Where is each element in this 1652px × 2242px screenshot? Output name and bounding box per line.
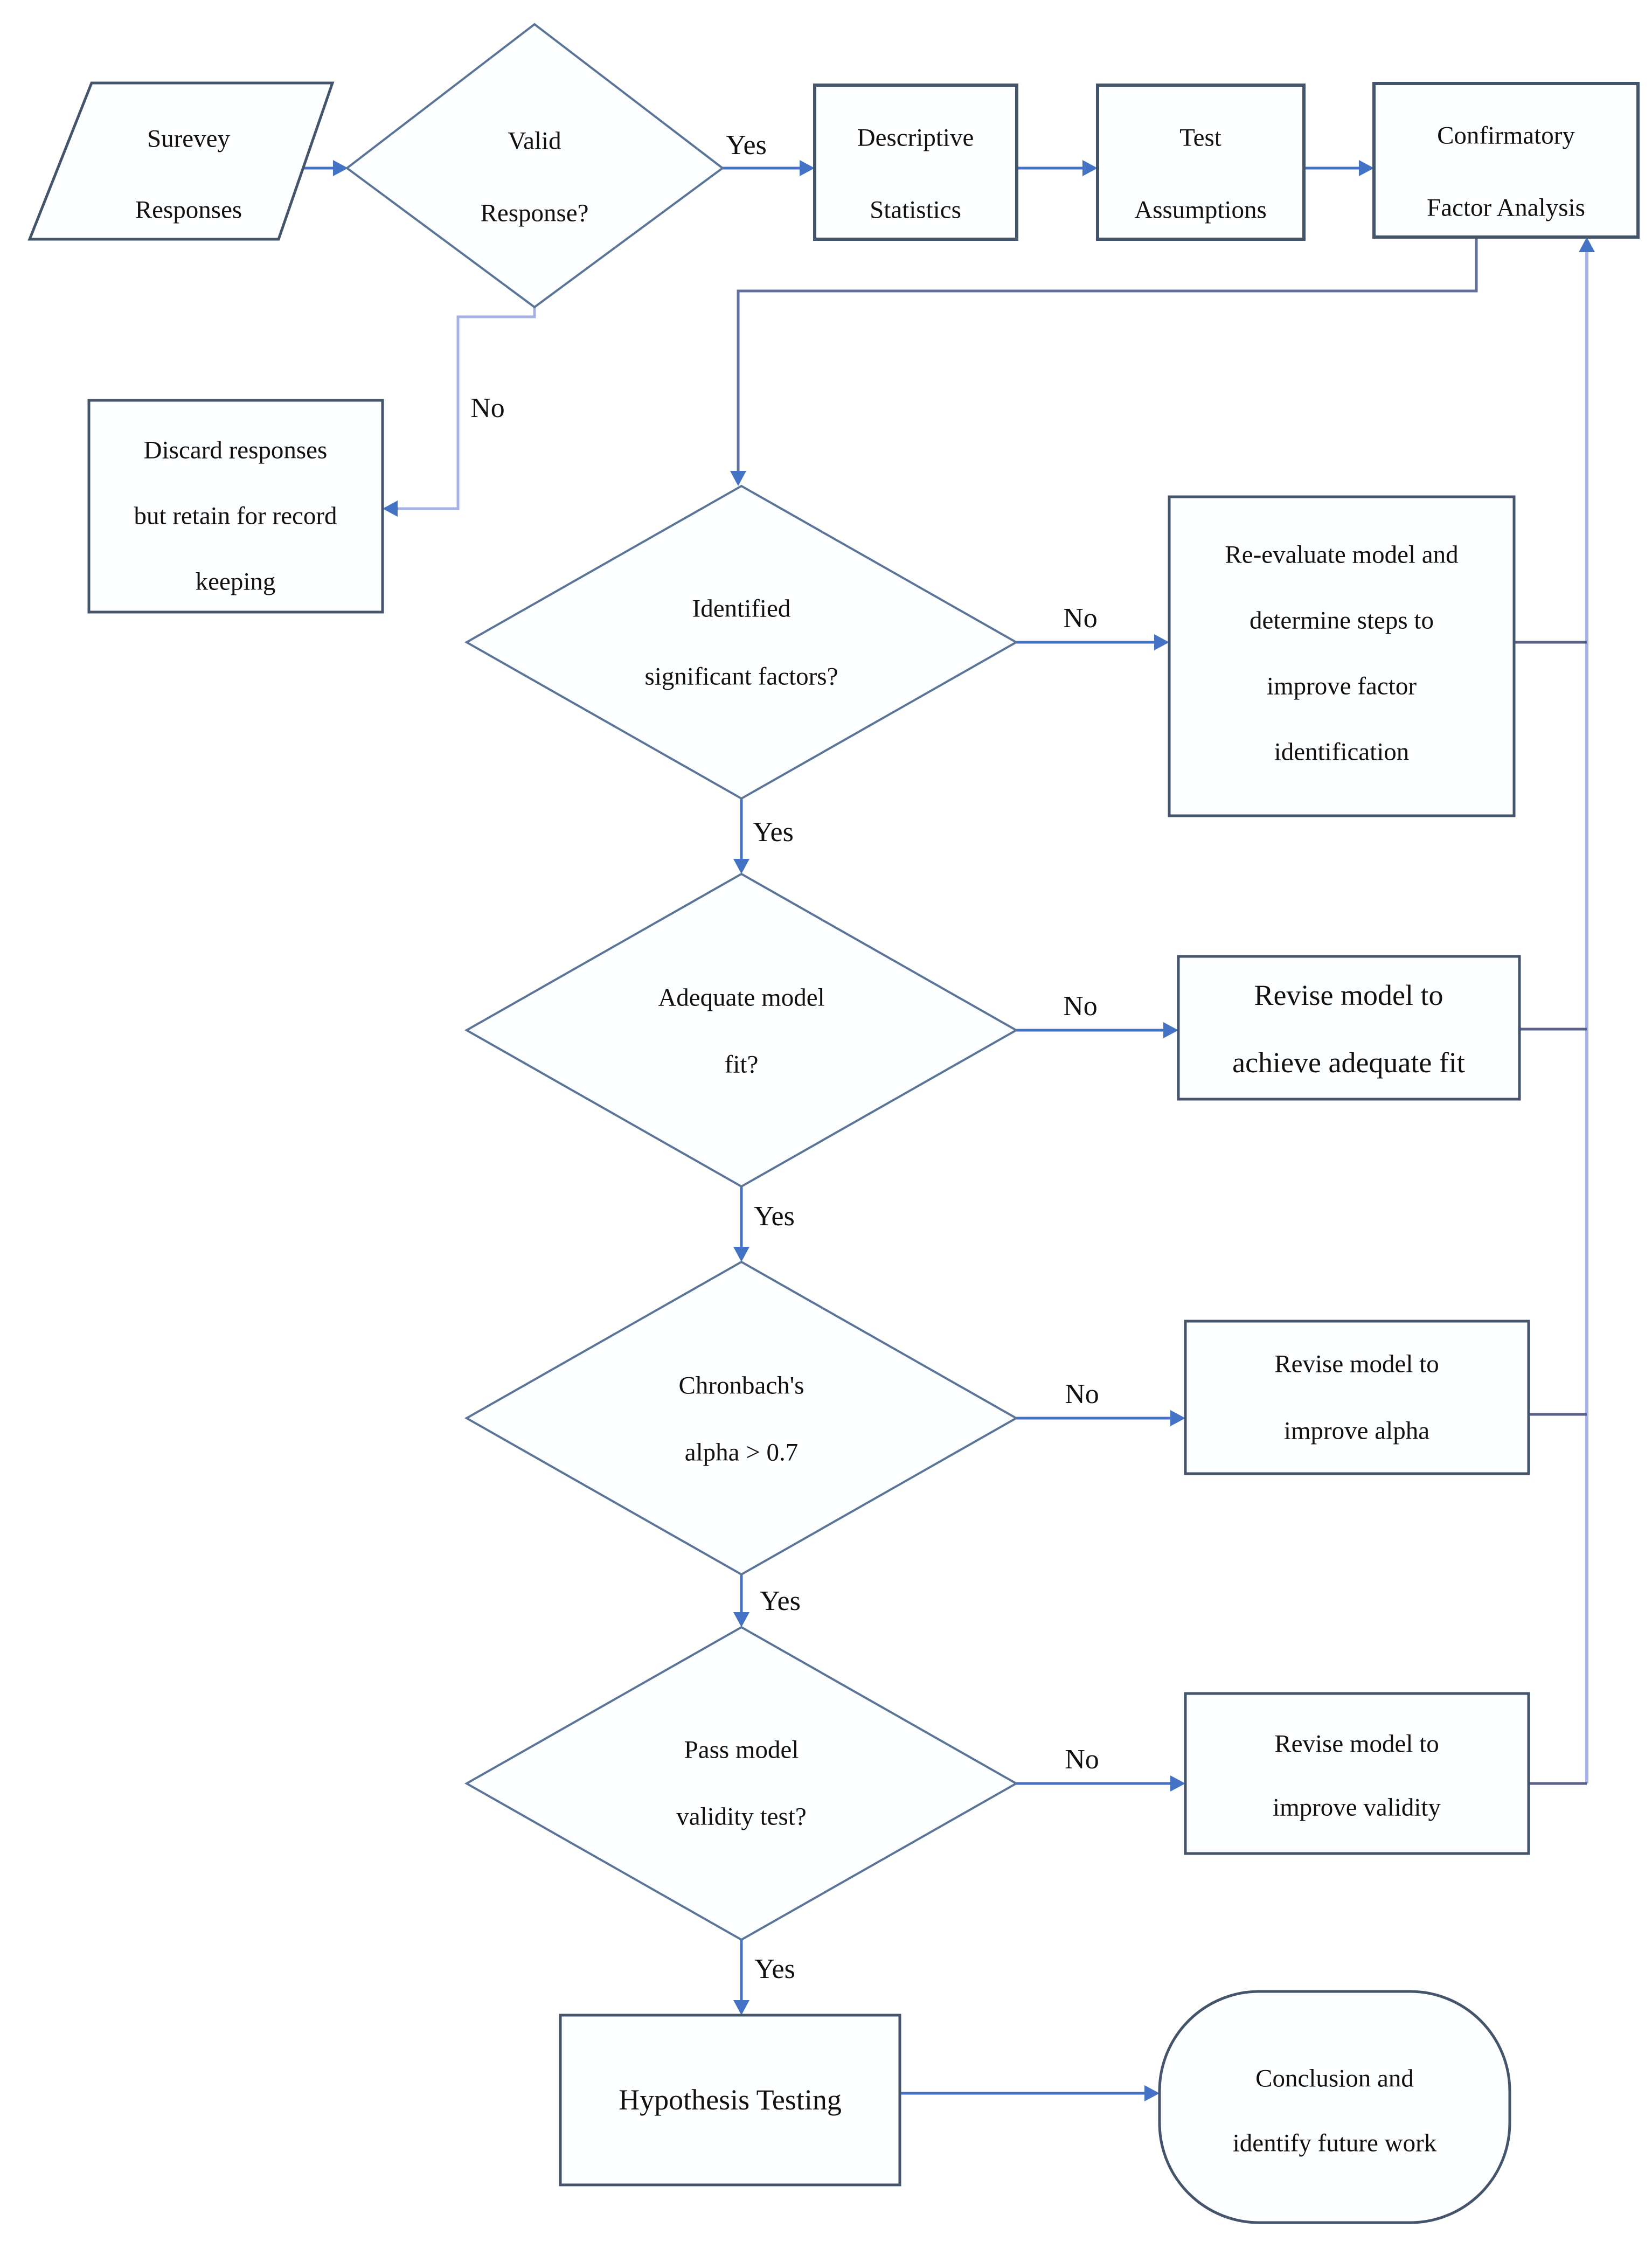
adequate-fit-label-line2: fit? — [724, 1050, 759, 1079]
edge-label-identified-no: No — [1063, 603, 1098, 634]
edge-label-identified-yes: Yes — [753, 817, 794, 848]
revise-alpha-label-line2: improve alpha — [1283, 1417, 1430, 1445]
edge-valid-to-discard-arrowhead — [383, 501, 398, 517]
validity-label-line1: Pass model — [684, 1736, 799, 1764]
hypothesis-box-shape — [559, 2014, 901, 2187]
test-assumptions-label-line1: Test — [1179, 123, 1221, 152]
edge-label-valid-yes: Yes — [726, 130, 767, 161]
edge-validity-to-revisevalidity-arrowhead — [1170, 1775, 1185, 1792]
revise-alpha-box-shape — [1184, 1320, 1530, 1475]
cfa-label-line2: Factor Analysis — [1427, 193, 1585, 222]
reevaluate-label-line2: determine steps to — [1250, 606, 1434, 635]
survey-parallelogram-shape — [27, 81, 335, 241]
revise-alpha-label-line1: Revise model to — [1274, 1350, 1439, 1378]
edge-valid-to-descriptive-arrowhead — [800, 160, 815, 176]
conclusion-label-line2: identify future work — [1232, 2129, 1437, 2157]
identified-label-line1: Identified — [692, 594, 791, 623]
discard-box-shape — [87, 399, 384, 614]
descriptive-label-line2: Statistics — [870, 196, 961, 224]
revise-validity-label-line2: improve validity — [1273, 1793, 1441, 1822]
edge-label-adequate-yes: Yes — [754, 1201, 795, 1232]
edge-label-valid-no: No — [470, 393, 505, 424]
survey-label-line2: Responses — [135, 196, 242, 224]
reevaluate-box-shape — [1168, 495, 1516, 817]
test-assumptions-box-shape — [1096, 84, 1306, 241]
edge-adequate-to-revisefit-arrowhead — [1163, 1022, 1178, 1038]
valid-response-label-line2: Response? — [480, 199, 589, 227]
conclusion-label-line1: Conclusion and — [1255, 2064, 1414, 2093]
edge-hypothesis-to-conclusion-arrowhead — [1144, 2085, 1160, 2101]
validity-diamond-shape — [464, 1626, 1019, 1941]
discard-label-line3: keeping — [195, 567, 276, 596]
edge-validity-to-hypothesis-arrowhead — [733, 2000, 749, 2015]
revise-fit-label-line1: Revise model to — [1254, 979, 1443, 1011]
revise-fit-label-line2: achieve adequate fit — [1232, 1046, 1465, 1079]
reevaluate-label-line1: Re-evaluate model and — [1225, 540, 1459, 569]
valid-response-diamond-shape — [345, 23, 725, 309]
edge-cfa-to-identified-arrowhead — [730, 471, 746, 486]
edge-label-cronbach-yes: Yes — [760, 1586, 801, 1616]
reevaluate-label-line4: identification — [1274, 738, 1410, 766]
cronbach-label-line2: alpha > 0.7 — [684, 1438, 799, 1467]
edge-feedback-to-cfa-arrowhead — [1579, 237, 1595, 252]
cronbach-diamond-shape — [464, 1260, 1019, 1576]
edge-identified-to-adequate-arrowhead — [733, 859, 749, 874]
cfa-label-line1: Confirmatory — [1437, 121, 1575, 150]
edge-valid-to-discard-line — [398, 307, 536, 510]
cronbach-label-line1: Chronbach's — [678, 1371, 804, 1400]
discard-label-line1: Discard responses — [143, 436, 328, 464]
revise-fit-box-shape — [1177, 955, 1521, 1101]
edge-test-to-cfa-arrowhead — [1359, 160, 1374, 176]
descriptive-label-line1: Descriptive — [857, 123, 974, 152]
revise-validity-label-line1: Revise model to — [1274, 1730, 1439, 1758]
edge-survey-to-valid-arrowhead — [333, 160, 348, 176]
edge-label-cronbach-no: No — [1065, 1379, 1099, 1410]
validity-label-line2: validity test? — [676, 1802, 807, 1831]
revise-validity-box-shape — [1184, 1692, 1530, 1855]
edge-cfa-to-identified-line — [737, 237, 1478, 471]
identified-label-line2: significant factors? — [644, 662, 838, 691]
edge-cronbach-to-revisealpha-arrowhead — [1170, 1410, 1185, 1426]
conclusion-terminator-shape — [1158, 1990, 1511, 2224]
valid-response-label-line1: Valid — [508, 127, 561, 155]
edge-label-adequate-no: No — [1063, 991, 1098, 1022]
descriptive-statistics-box-shape — [813, 84, 1018, 241]
edge-label-validity-yes: Yes — [754, 1954, 795, 1984]
identified-factors-diamond-shape — [464, 484, 1019, 800]
cfa-box-shape — [1372, 82, 1640, 239]
survey-label-line1: Surevey — [147, 124, 231, 153]
adequate-fit-diamond-shape — [464, 872, 1019, 1188]
adequate-fit-label-line1: Adequate model — [658, 983, 825, 1012]
edge-descriptive-to-test-arrowhead — [1082, 160, 1098, 176]
edge-label-validity-no: No — [1065, 1744, 1099, 1775]
test-assumptions-label-line2: Assumptions — [1134, 196, 1267, 224]
reevaluate-label-line3: improve factor — [1267, 672, 1417, 700]
edge-adequate-to-cronbach-arrowhead — [733, 1247, 749, 1262]
hypothesis-label-line1: Hypothesis Testing — [619, 2084, 842, 2116]
edge-identified-to-reevaluate-arrowhead — [1154, 634, 1169, 650]
edge-cronbach-to-validity-arrowhead — [733, 1612, 749, 1627]
discard-label-line2: but retain for record — [134, 502, 337, 530]
